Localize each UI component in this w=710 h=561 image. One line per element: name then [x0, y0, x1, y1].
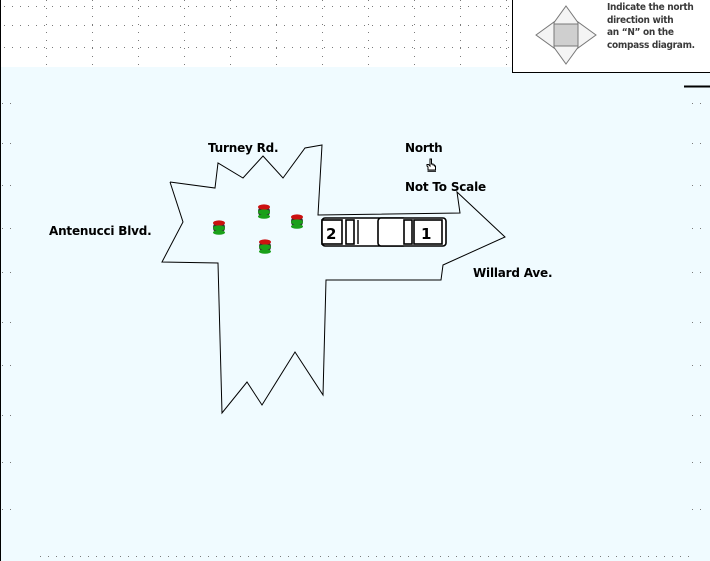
hand-pointer-icon[interactable]	[425, 158, 437, 172]
not-to-scale-label[interactable]: Not To Scale	[405, 180, 486, 194]
traffic-light-icon[interactable]	[255, 202, 273, 220]
instruction-line: direction with	[607, 14, 674, 26]
compass-rose-icon[interactable]	[533, 4, 599, 66]
instruction-line: compass diagram.	[607, 39, 695, 51]
north-label[interactable]: North	[405, 141, 443, 155]
roadway-outline	[161, 144, 506, 415]
compass-panel: Indicate the north direction with an “N”…	[512, 0, 710, 73]
traffic-light-icon[interactable]	[256, 237, 274, 255]
road-label-turney[interactable]: Turney Rd.	[208, 141, 279, 155]
vehicle-2-number: 2	[326, 225, 336, 243]
vehicle-2-windshield	[345, 219, 355, 245]
vehicle-1[interactable]: 1	[377, 217, 447, 247]
traffic-light-icon[interactable]	[210, 218, 228, 236]
vehicle-2-number-box	[321, 219, 343, 245]
vehicle-1-windshield	[403, 219, 413, 245]
instruction-line: Indicate the north	[607, 2, 694, 13]
instruction-line: an “N” on the	[607, 27, 674, 38]
drawing-canvas[interactable]	[0, 67, 710, 561]
traffic-light-icon[interactable]	[288, 212, 306, 230]
vehicle-1-number: 1	[421, 225, 431, 243]
compass-instructions: Indicate the north direction with an “N”…	[607, 2, 710, 52]
road-label-willard[interactable]: Willard Ave.	[473, 266, 553, 280]
road-label-antenucci[interactable]: Antenucci Blvd.	[49, 224, 152, 238]
vehicle-1-number-box	[413, 219, 443, 245]
